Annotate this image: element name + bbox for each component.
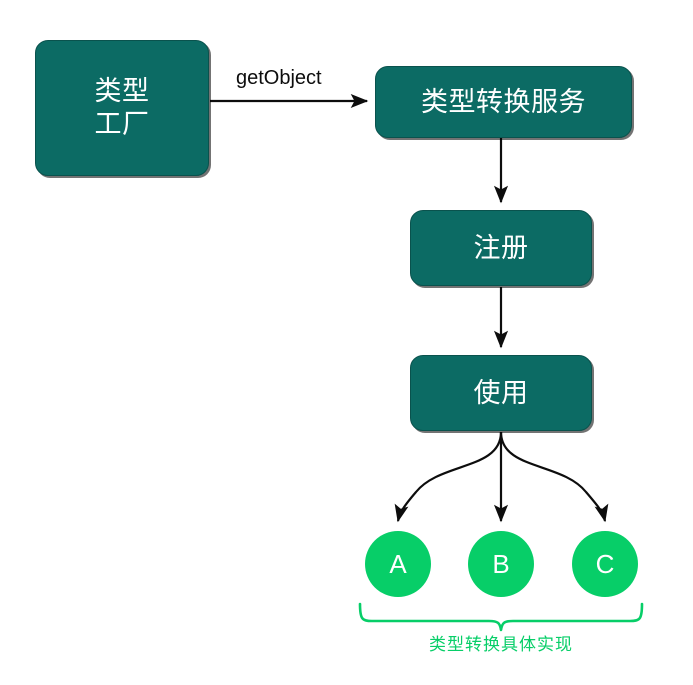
- edge-use-to-impl-a: [394, 431, 503, 523]
- group-brace-label: 类型转换具体实现: [429, 635, 573, 654]
- node-type-conversion-service[interactable]: 类型转换服务: [375, 66, 632, 138]
- impl-circle-b[interactable]: B: [468, 531, 534, 597]
- impl-circle-a[interactable]: A: [365, 531, 431, 597]
- group-brace: [358, 602, 644, 632]
- node-use[interactable]: 使用: [410, 355, 592, 431]
- impl-circle-c[interactable]: C: [572, 531, 638, 597]
- node-type-factory[interactable]: 类型 工厂: [35, 40, 209, 176]
- node-register[interactable]: 注册: [410, 210, 592, 286]
- edge-label-getobject: getObject: [236, 67, 322, 89]
- edge-use-to-impl-c: [499, 431, 609, 523]
